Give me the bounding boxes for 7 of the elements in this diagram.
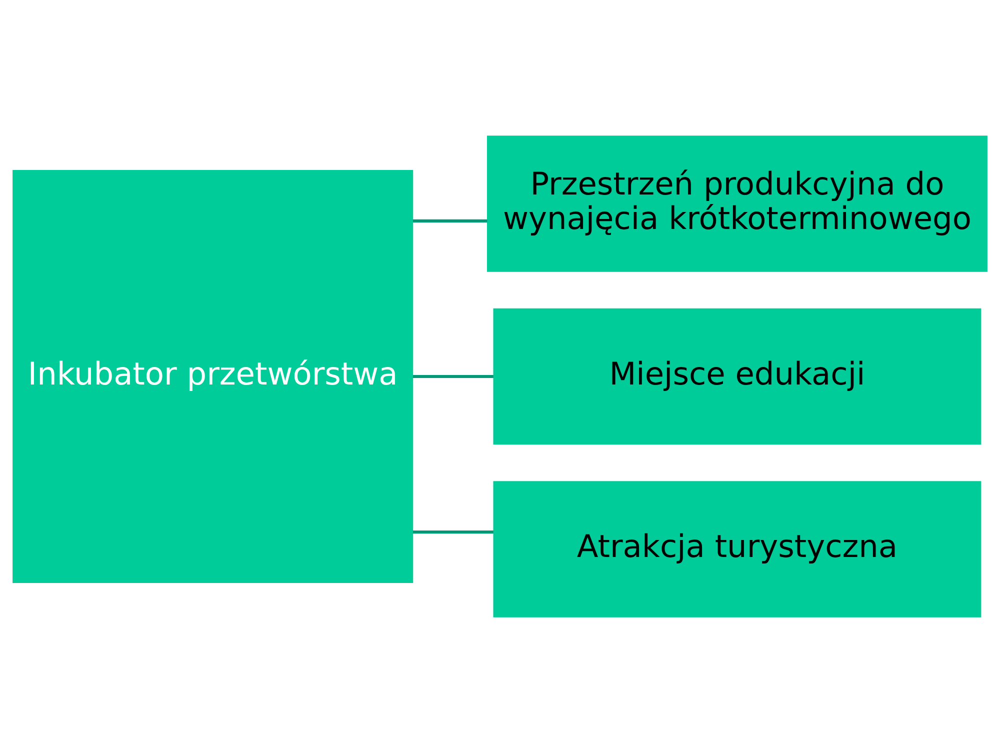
- connector: [412, 374, 494, 378]
- connector: [412, 219, 488, 223]
- node-box: Inkubator przetwórstwa: [12, 170, 414, 584]
- connector: [412, 530, 494, 534]
- node-box: Atrakcja turystyczna: [493, 481, 982, 618]
- node-box: Przestrzeń produkcyjna do wynajęcia krótkoterminowego: [487, 136, 988, 272]
- node-box: Miejsce edukacji: [493, 308, 982, 445]
